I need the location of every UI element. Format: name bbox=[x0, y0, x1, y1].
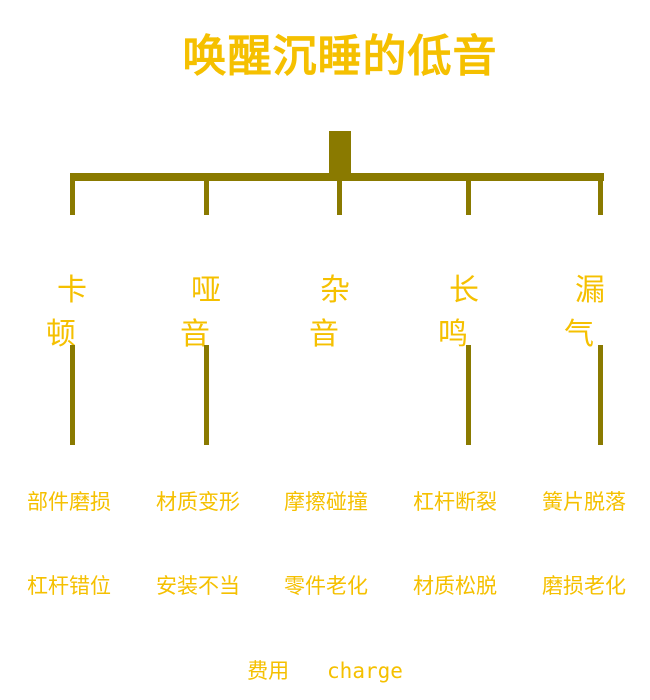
root-node bbox=[329, 131, 351, 177]
footer-en: charge bbox=[327, 659, 403, 683]
footer-label: 费用 charge bbox=[0, 655, 650, 685]
category-1-label: 卡顿 bbox=[46, 273, 109, 352]
cause-connector-4 bbox=[466, 345, 471, 445]
cause-connector-2 bbox=[204, 345, 209, 445]
branch-connector-1 bbox=[70, 173, 75, 215]
cause-connector-1 bbox=[70, 345, 75, 445]
cause-3-2: 零件老化 bbox=[284, 574, 368, 598]
category-4-label: 长鸣 bbox=[438, 273, 501, 352]
branch-connector-4 bbox=[466, 173, 471, 215]
cause-1-1: 部件磨损 bbox=[27, 490, 111, 514]
branch-connector-5 bbox=[598, 173, 603, 215]
cause-5-1: 簧片脱落 bbox=[542, 490, 626, 514]
diagram-title: 唤醒沉睡的低音 bbox=[182, 31, 498, 82]
category-2-label: 哑音 bbox=[180, 273, 243, 352]
cause-5-2: 磨损老化 bbox=[542, 574, 626, 598]
category-3-label: 杂音 bbox=[309, 273, 372, 352]
cause-4-2: 材质松脱 bbox=[413, 574, 497, 598]
cause-4-1: 杠杆断裂 bbox=[413, 490, 497, 514]
branch-connector-2 bbox=[204, 173, 209, 215]
cause-2-1: 材质变形 bbox=[156, 490, 240, 514]
category-5-label: 漏气 bbox=[564, 273, 627, 352]
branch-connector-3 bbox=[337, 173, 342, 215]
footer-zh: 费用 bbox=[247, 659, 290, 683]
cause-1-2: 杠杆错位 bbox=[27, 574, 111, 598]
cause-2-2: 安装不当 bbox=[156, 574, 240, 598]
cause-3-1: 摩擦碰撞 bbox=[284, 490, 368, 514]
cause-connector-5 bbox=[598, 345, 603, 445]
